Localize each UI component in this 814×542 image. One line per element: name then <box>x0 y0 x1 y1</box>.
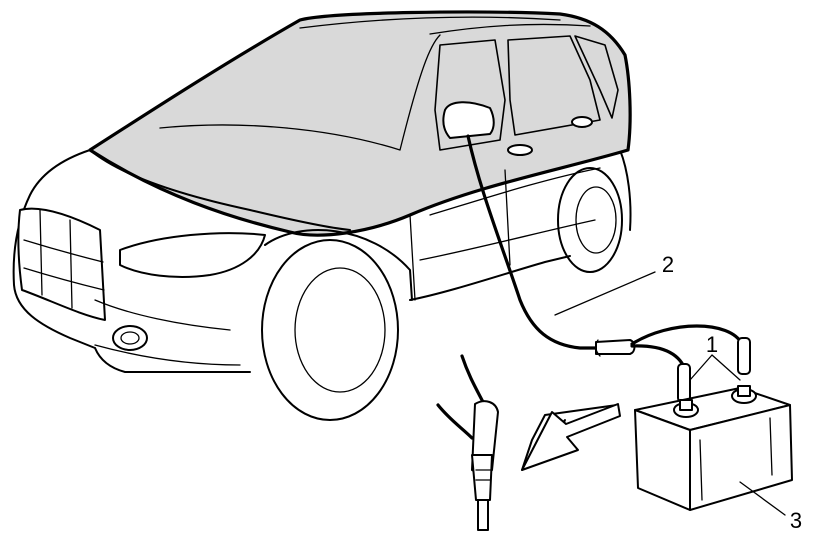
clip-positive <box>737 337 751 375</box>
callout-label-3: 3 <box>790 508 802 533</box>
direction-arrow-head <box>521 403 621 471</box>
callout-3: 3 <box>739 481 802 533</box>
roof-rail <box>299 16 591 35</box>
battery <box>634 385 793 511</box>
charging-cable <box>466 134 751 403</box>
callout-label-1: 1 <box>706 332 718 357</box>
hood-windshield-line <box>159 34 441 151</box>
rear-wheel <box>557 167 623 273</box>
callout-label-2: 2 <box>662 252 674 277</box>
rear-door-window <box>507 35 601 136</box>
front-door-handle <box>507 144 533 156</box>
front-wheel <box>261 229 413 421</box>
quarter-window <box>574 35 619 119</box>
front-bumper <box>94 299 241 366</box>
car-body-outline <box>12 149 632 373</box>
hood <box>89 149 351 231</box>
side-mirror <box>442 101 495 139</box>
clip-negative <box>677 363 691 403</box>
fog-lamp <box>112 325 148 351</box>
front-grille <box>17 207 106 321</box>
headlight <box>119 232 266 278</box>
battery-side <box>689 404 793 511</box>
rear-door-handle <box>571 116 593 128</box>
callout-1: 1 <box>689 332 741 381</box>
door-lines <box>409 167 601 301</box>
car-illustration <box>12 10 632 421</box>
connector-pin <box>477 499 489 531</box>
connector-detail <box>436 354 499 531</box>
battery-terminal-negative <box>673 399 699 418</box>
callout-2: 2 <box>554 252 674 316</box>
battery-terminal-positive <box>731 385 757 404</box>
